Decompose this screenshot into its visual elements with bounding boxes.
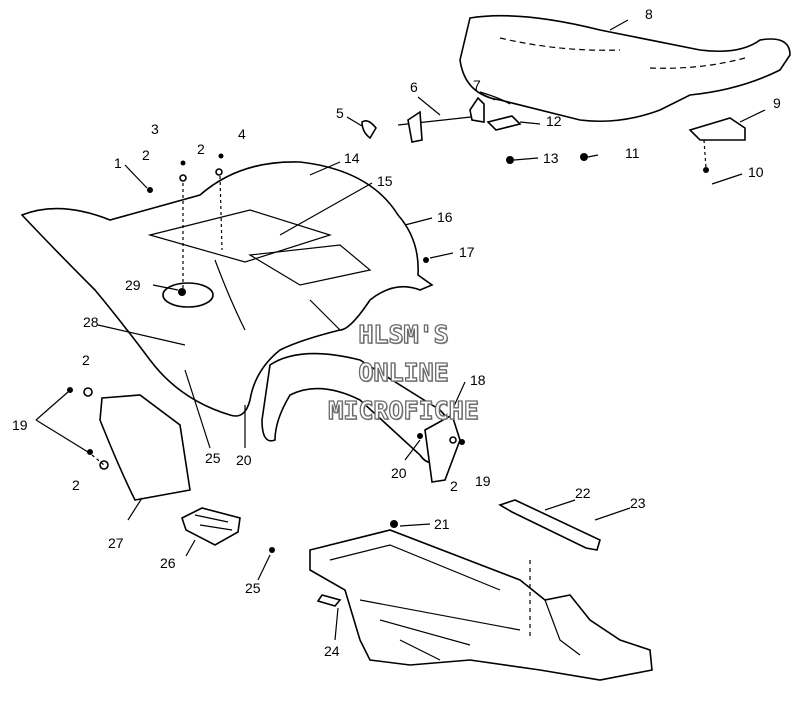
callout-28: 28 bbox=[83, 314, 99, 330]
callout-12: 12 bbox=[546, 113, 562, 129]
callout-20: 20 bbox=[391, 465, 407, 481]
watermark-line-3: MICROFICHE bbox=[328, 395, 480, 425]
fender-hardware bbox=[147, 153, 429, 290]
left-mud-flap bbox=[67, 387, 191, 501]
callout-14: 14 bbox=[344, 150, 360, 166]
watermark-line-2: ONLINE bbox=[358, 357, 450, 387]
callout-22: 22 bbox=[575, 485, 591, 501]
callout-labels: 1 2 3 2 4 5 6 7 8 9 10 11 12 13 14 15 16… bbox=[12, 6, 781, 659]
callout-9: 9 bbox=[773, 95, 781, 111]
callout-11: 11 bbox=[625, 145, 640, 161]
callout-19: 19 bbox=[12, 417, 28, 433]
right-mud-flap bbox=[417, 413, 465, 483]
callout-19: 19 bbox=[475, 473, 491, 489]
callout-7: 7 bbox=[473, 77, 481, 93]
watermark-line-1: HLSM'S bbox=[358, 319, 450, 349]
callout-2: 2 bbox=[72, 477, 80, 493]
callout-20: 20 bbox=[236, 452, 252, 468]
callout-15: 15 bbox=[377, 173, 393, 189]
callout-2: 2 bbox=[450, 478, 458, 494]
callout-24: 24 bbox=[324, 643, 340, 659]
callout-18: 18 bbox=[470, 372, 486, 388]
leader-lines bbox=[35, 19, 766, 641]
callout-4: 4 bbox=[238, 126, 246, 142]
callout-10: 10 bbox=[748, 164, 764, 180]
rear-fender-part bbox=[20, 161, 453, 464]
callout-3: 3 bbox=[151, 121, 159, 137]
callout-25: 25 bbox=[245, 580, 261, 596]
callout-16: 16 bbox=[437, 209, 453, 225]
callout-27: 27 bbox=[108, 535, 124, 551]
callout-13: 13 bbox=[543, 150, 559, 166]
callout-2: 2 bbox=[82, 352, 90, 368]
callout-2: 2 bbox=[197, 141, 205, 157]
seat-bracket-part bbox=[688, 117, 746, 173]
seat-latch-assembly bbox=[361, 91, 588, 164]
brace-bar-part bbox=[498, 499, 601, 551]
callout-23: 23 bbox=[630, 495, 646, 511]
rear-frame-part bbox=[309, 520, 653, 681]
callout-21: 21 bbox=[434, 516, 450, 532]
callout-8: 8 bbox=[645, 6, 653, 22]
callout-26: 26 bbox=[160, 555, 176, 571]
callout-29: 29 bbox=[125, 277, 141, 293]
callout-2: 2 bbox=[142, 147, 150, 163]
callout-5: 5 bbox=[336, 105, 344, 121]
seat-part bbox=[459, 14, 791, 122]
callout-17: 17 bbox=[459, 244, 475, 260]
flap-bracket-part bbox=[181, 507, 275, 553]
callout-6: 6 bbox=[410, 79, 418, 95]
callout-1: 1 bbox=[114, 155, 122, 171]
callout-25: 25 bbox=[205, 450, 221, 466]
